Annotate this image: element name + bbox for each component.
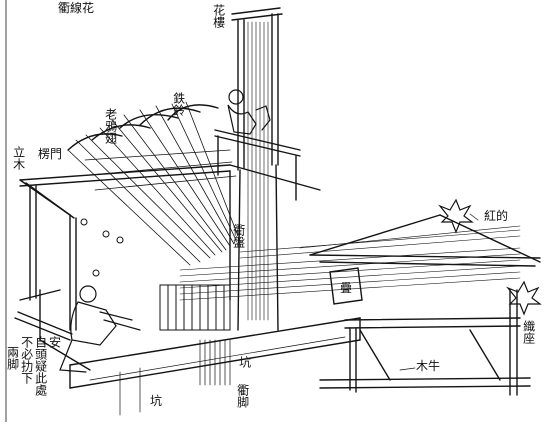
label-weave-seat: 織座 (521, 320, 536, 344)
label-fang-rod: 疊 (340, 281, 353, 295)
label-note-line-2: 不必扐下 (19, 336, 34, 384)
label-leng-men: 楞門 (38, 147, 63, 161)
label-flower-tower: 花樓 (211, 4, 226, 28)
label-two-feet: 兩脚 (5, 346, 20, 370)
label-keng-2: 坑 (150, 394, 163, 408)
label-leaders (400, 214, 478, 370)
label-red-cloth: 紅的 (484, 209, 509, 223)
weaver-figure (60, 286, 140, 372)
treadle-cords (120, 340, 230, 415)
loom-frame (15, 165, 320, 370)
label-top-title: 衢線花 (58, 1, 95, 15)
label-note-line-3: 安 (47, 336, 62, 348)
label-iron-rods: 鉄鈴 (171, 92, 186, 116)
label-wood-ox: 木牛 (416, 359, 441, 373)
label-old-crow-wings: 老鴉翅 (103, 108, 118, 144)
curved-rods (68, 105, 218, 150)
label-stand-wood: 立木 (11, 146, 26, 170)
label-shu-pan: 衢盤 (231, 224, 246, 248)
star-wheels (440, 200, 540, 314)
right-frame (310, 215, 540, 395)
label-note-line-1: 自頭疑此處 (33, 336, 48, 396)
crow-wing-cords (68, 102, 238, 265)
label-keng: 坑 (237, 356, 252, 368)
draw-boy-figure (228, 90, 270, 134)
heddle-block (160, 285, 230, 330)
flower-tower (215, 8, 300, 330)
pulleys (81, 219, 123, 276)
label-shu-jiao: 衢脚 (235, 384, 250, 408)
